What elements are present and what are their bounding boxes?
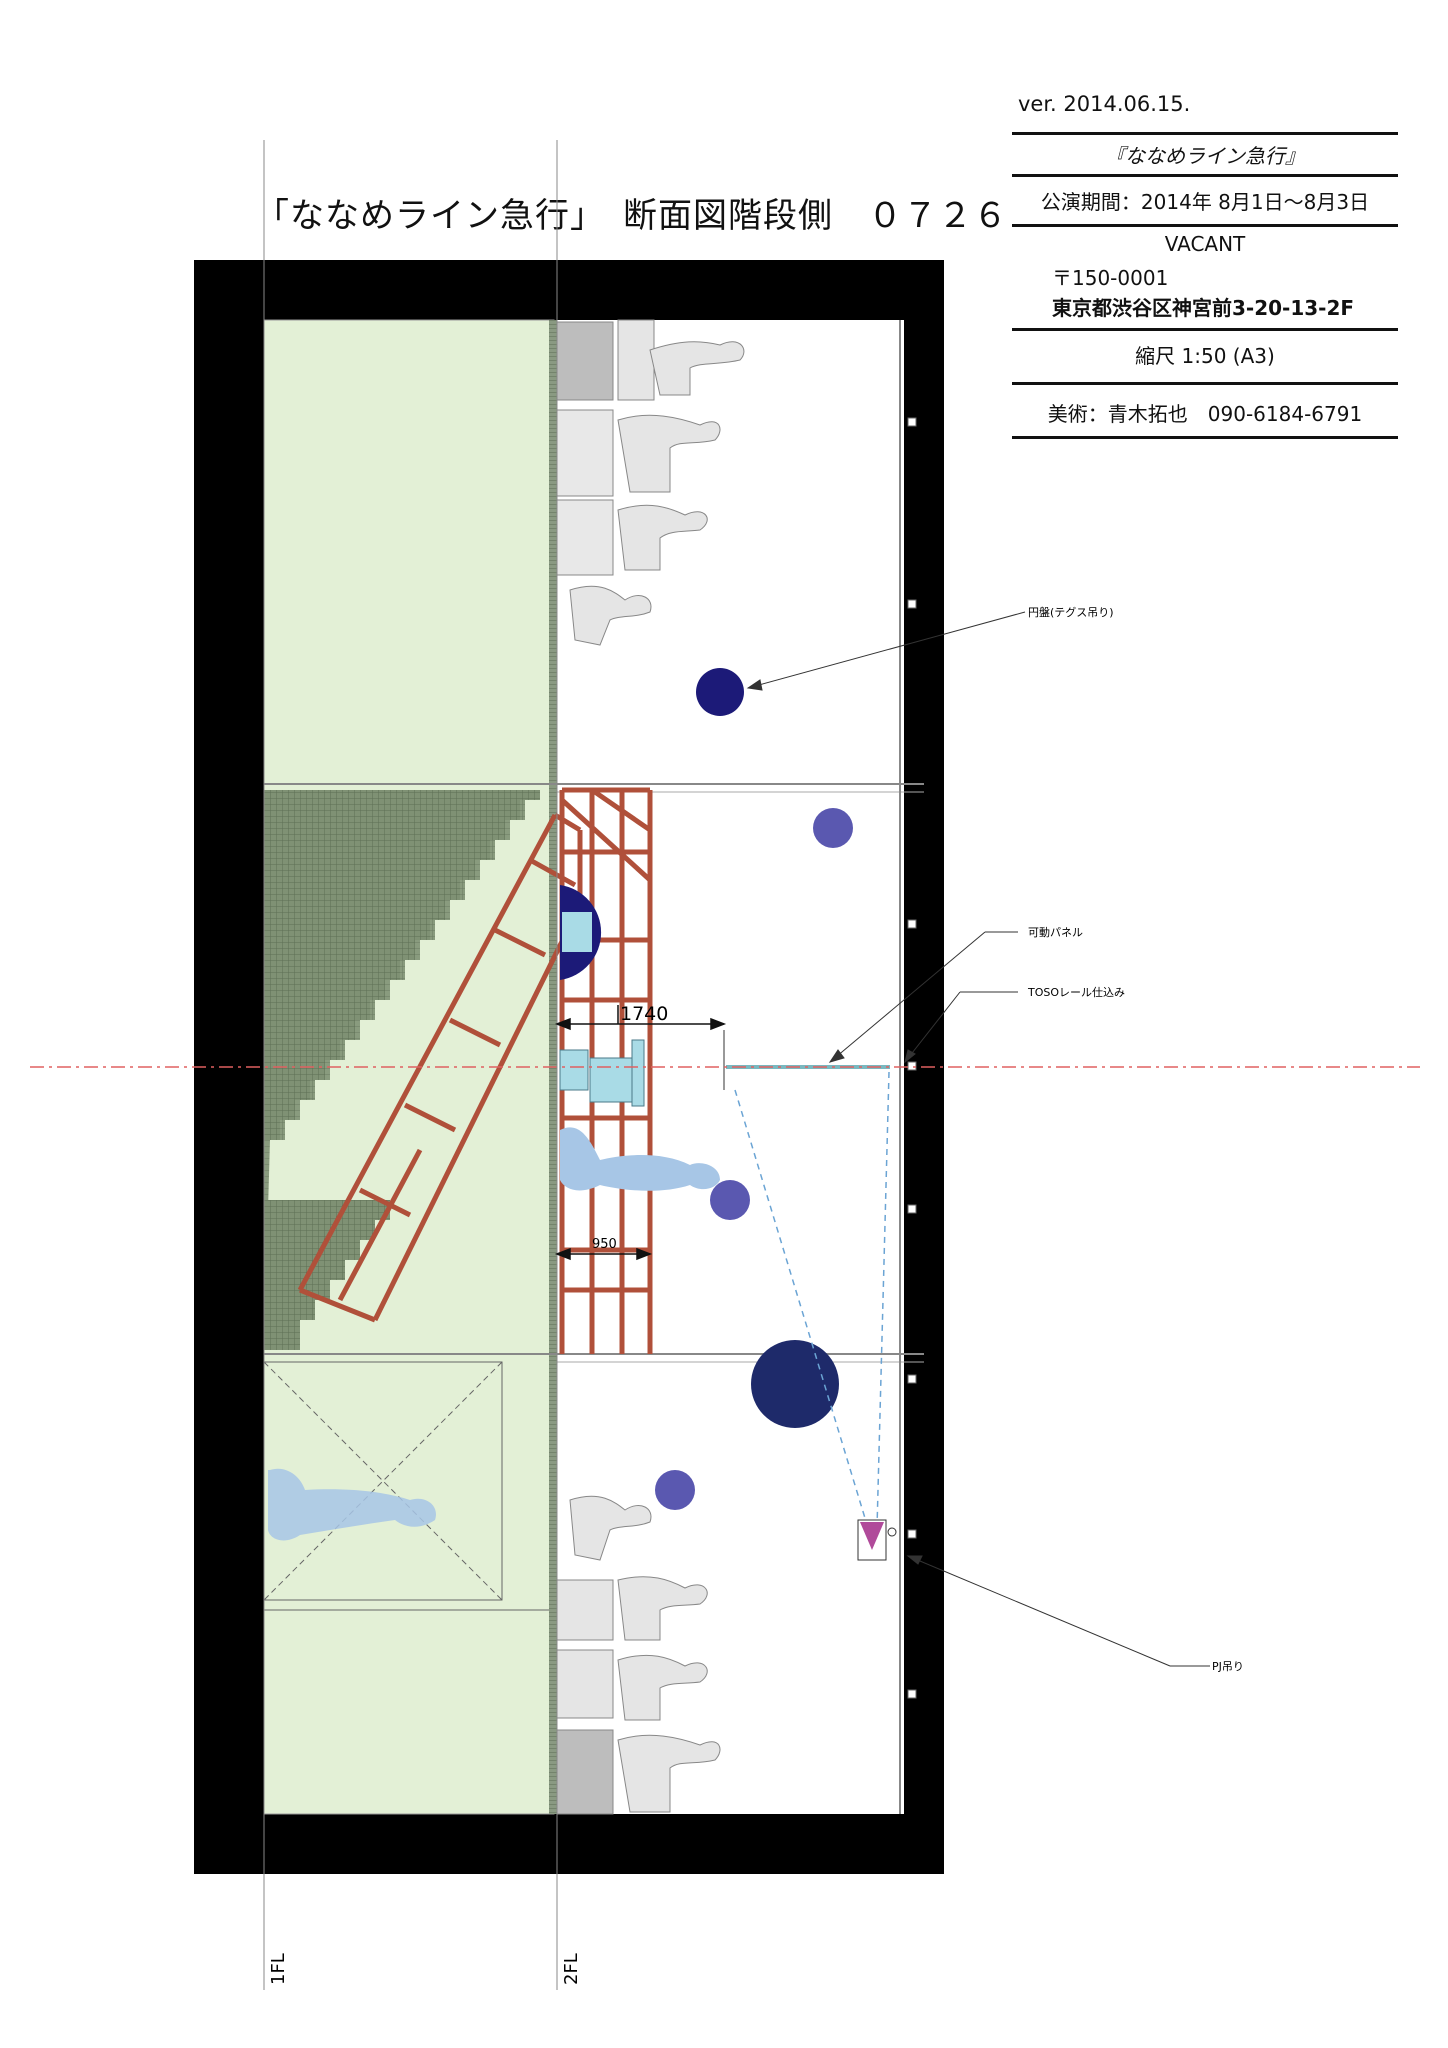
title-block-rule [1012, 382, 1398, 385]
disc-panel [562, 912, 592, 952]
rail-brackets [907, 417, 917, 1699]
disc-3 [710, 1180, 750, 1220]
wall-top [194, 280, 944, 320]
venue-address: 東京都渋谷区神宮前3-20-13-2F [1052, 296, 1355, 320]
audience-lower [556, 1495, 721, 1815]
title-block-rule [1012, 132, 1398, 135]
title-block-rule [1012, 174, 1398, 177]
performance-period: 公演期間：2014年 8月1日～8月3日 [1040, 190, 1370, 214]
annotation-panel: 可動パネル [1028, 925, 1083, 939]
drawing-title: 「ななめライン急行」 断面図階段側 ０７２６ [255, 196, 1008, 236]
projector-mount [887, 1527, 897, 1537]
figure-2 [268, 1468, 436, 1541]
disc-4 [751, 1340, 839, 1428]
art-credit: 美術：青木拓也 090-6184-6791 [1047, 402, 1363, 426]
disc-1 [696, 668, 744, 716]
title-block-rule [1012, 436, 1398, 439]
venue-postal: 〒150-0001 [1052, 266, 1169, 290]
version-label: ver. 2014.06.15. [1018, 92, 1191, 116]
audience-upper [556, 319, 745, 646]
leader-lines [746, 611, 1210, 1667]
dimension-950-label: 950 [592, 1237, 617, 1252]
wall-bottom [194, 1814, 944, 1854]
dimension-1740-label: 1740 [620, 1003, 668, 1025]
truss-tower [559, 787, 653, 1354]
projector-icon [860, 1522, 884, 1550]
title-block-rule [1012, 328, 1398, 331]
projection-beam [734, 1089, 869, 1529]
level-1fl-label: 1FL [268, 1953, 289, 1985]
pedestal [559, 1039, 645, 1107]
dimension-1740 [554, 1005, 727, 1031]
title-block-rule [1012, 224, 1398, 227]
annotation-rail: TOSOレール仕込み [1027, 986, 1125, 999]
figure-1 [560, 1127, 720, 1191]
annotation-projector: PJ吊り [1212, 1660, 1244, 1673]
disc-5 [655, 1470, 695, 1510]
diagonal-truss [297, 812, 583, 1323]
drawing-scale: 縮尺 1:50 (A3) [1135, 344, 1275, 368]
level-2fl-label: 2FL [561, 1953, 582, 1985]
annotation-disc: 円盤(テグス吊り) [1028, 605, 1114, 619]
dimension-950 [554, 1247, 653, 1261]
projection-beam [876, 1071, 890, 1529]
disc-2 [813, 808, 853, 848]
production-name: 『ななめライン急行』 [1105, 144, 1305, 168]
venue-name: VACANT [1164, 232, 1246, 256]
